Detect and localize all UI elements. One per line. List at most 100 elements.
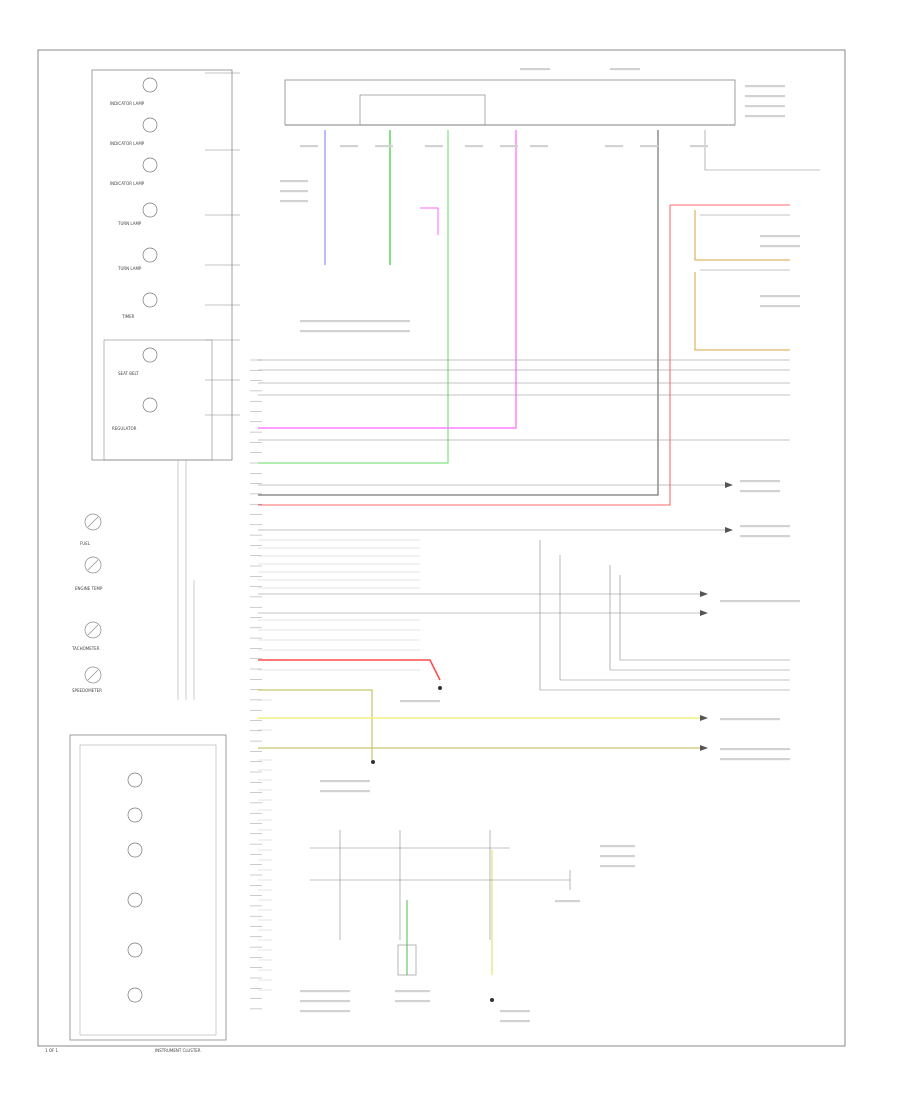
olive-wire xyxy=(258,689,373,760)
horizontal-wires xyxy=(177,460,420,991)
label-mark xyxy=(500,145,518,148)
connector-pin-row xyxy=(250,359,262,1010)
label-mark xyxy=(300,990,350,993)
label-mark xyxy=(760,245,800,248)
label-mark xyxy=(320,790,370,793)
svg-text:INDICATOR LAMP: INDICATOR LAMP xyxy=(110,181,145,186)
label-mark xyxy=(300,320,410,323)
label-mark xyxy=(555,900,580,903)
arrow-markers xyxy=(700,482,733,751)
label-mark xyxy=(600,865,635,868)
small-labels xyxy=(280,68,800,1023)
indicator-lamp xyxy=(127,987,143,1003)
label-mark xyxy=(605,145,623,148)
arrow-icon xyxy=(700,745,708,751)
label-mark xyxy=(600,855,635,858)
pink-wire xyxy=(420,207,439,235)
lower-cluster-block xyxy=(69,734,227,1041)
arrow-icon xyxy=(700,591,708,597)
svg-text:SPEEDOMETER: SPEEDOMETER xyxy=(72,688,102,693)
gray-wire xyxy=(258,130,659,496)
arrow-icon xyxy=(725,482,733,488)
indicator-lamp: SEAT BELT xyxy=(118,347,158,376)
svg-text:TURN LAMP: TURN LAMP xyxy=(117,266,142,271)
red-wire xyxy=(258,659,441,681)
label-mark xyxy=(520,68,550,71)
label-mark xyxy=(720,758,790,761)
orange-wire xyxy=(694,210,790,261)
svg-text:FUEL: FUEL xyxy=(80,541,91,546)
label-mark xyxy=(720,748,790,751)
indicator-lamp xyxy=(127,892,143,908)
label-mark xyxy=(280,180,308,183)
indicator-lamp: TURN LAMP xyxy=(117,202,158,226)
label-mark xyxy=(465,145,483,148)
top-connector-box xyxy=(284,79,736,126)
label-mark xyxy=(740,535,790,538)
label-mark xyxy=(320,780,370,783)
label-mark xyxy=(400,700,440,703)
svg-text:TURN LAMP: TURN LAMP xyxy=(117,221,142,226)
label-mark xyxy=(300,145,318,148)
indicator-lamp: INDICATOR LAMP xyxy=(110,157,158,186)
pink-wire xyxy=(258,130,517,429)
label-mark xyxy=(610,68,640,71)
label-mark xyxy=(300,1000,350,1003)
gauge-group: FUEL ENGINE TEMP TACHOMETER SPEEDOMETER xyxy=(71,513,103,693)
label-mark xyxy=(745,115,785,118)
label-mark xyxy=(600,845,635,848)
svg-text:INDICATOR LAMP: INDICATOR LAMP xyxy=(110,101,145,106)
indicator-lamp: TURN LAMP xyxy=(117,247,158,271)
green-wire xyxy=(258,130,449,464)
sensor-box xyxy=(397,944,417,976)
indicator-lamp xyxy=(127,942,143,958)
label-mark xyxy=(740,480,780,483)
gauge: ENGINE TEMP xyxy=(75,556,103,591)
label-mark xyxy=(500,1010,530,1013)
ground-symbols xyxy=(371,686,494,1002)
label-mark xyxy=(300,1010,350,1013)
indicator-lamp: INDICATOR LAMP xyxy=(110,77,158,106)
label-mark xyxy=(745,85,785,88)
svg-text:SEAT BELT: SEAT BELT xyxy=(118,371,139,376)
arrow-icon xyxy=(725,527,733,533)
label-mark xyxy=(395,1000,430,1003)
label-mark xyxy=(745,105,785,108)
label-mark xyxy=(395,990,430,993)
indicator-lamp: REGULATOR xyxy=(112,397,158,431)
label-mark xyxy=(720,600,800,603)
label-mark xyxy=(300,330,410,333)
bottom-left-label: 1 OF 1 xyxy=(45,1048,59,1053)
indicator-lamp xyxy=(127,807,143,823)
instrument-cluster-block: INDICATOR LAMP INDICATOR LAMP INDICATOR … xyxy=(91,69,240,461)
indicator-lamp xyxy=(127,842,143,858)
label-mark xyxy=(720,718,780,721)
svg-text:INDICATOR LAMP: INDICATOR LAMP xyxy=(110,141,145,146)
label-mark xyxy=(280,200,308,203)
label-mark xyxy=(745,95,785,98)
diagram-frame xyxy=(37,49,846,1047)
arrow-icon xyxy=(700,715,708,721)
label-mark xyxy=(500,1020,530,1023)
gauge: FUEL xyxy=(80,513,102,546)
label-mark xyxy=(690,145,708,148)
svg-text:ENGINE TEMP: ENGINE TEMP xyxy=(75,586,103,591)
gauge: TACHOMETER xyxy=(71,621,102,651)
bottom-center-label: INSTRUMENT CLUSTER xyxy=(155,1048,201,1053)
svg-text:TACHOMETER: TACHOMETER xyxy=(71,646,100,651)
svg-text:REGULATOR: REGULATOR xyxy=(112,426,137,431)
label-mark xyxy=(740,490,780,493)
label-mark xyxy=(340,145,358,148)
svg-text:TIMER: TIMER xyxy=(121,314,135,319)
label-mark xyxy=(280,190,308,193)
label-mark xyxy=(375,145,393,148)
bottom-sensor-section xyxy=(310,830,571,976)
label-mark xyxy=(530,145,548,148)
gauge: SPEEDOMETER xyxy=(72,666,102,693)
right-wires xyxy=(258,130,820,691)
orange-wire xyxy=(694,272,790,351)
colored-wires xyxy=(258,130,790,975)
arrow-icon xyxy=(700,610,708,616)
